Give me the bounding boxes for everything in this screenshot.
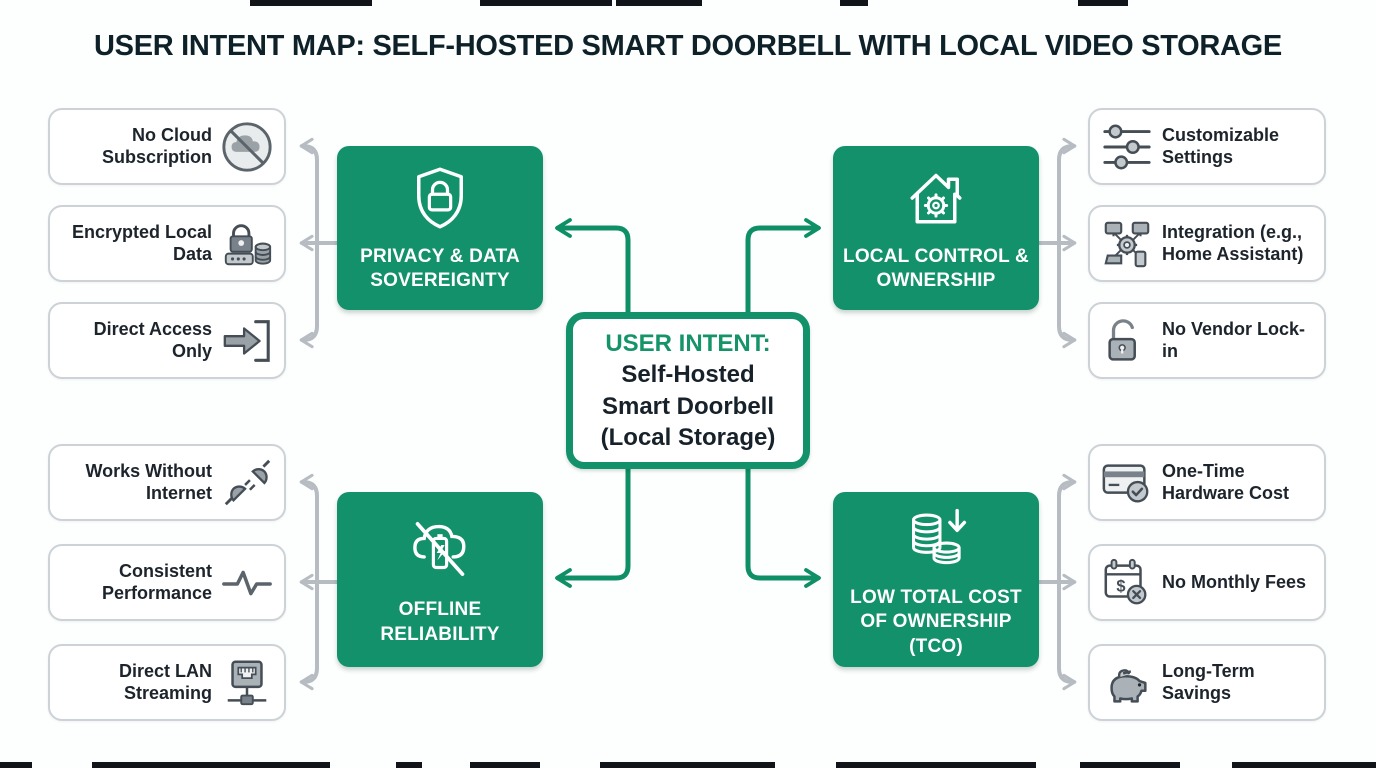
leaf-integration-home-assistant: Integration (e.g., Home Assistant) — [1088, 205, 1326, 282]
branch-label: PRIVACY & DATA SOVEREIGNTY — [360, 245, 520, 291]
bottom-edge-dash — [0, 762, 32, 768]
bottom-edge-dash — [470, 762, 540, 768]
leaf-customizable-settings: Customizable Settings — [1088, 108, 1326, 185]
shield-lock-icon — [405, 163, 475, 238]
leaf-direct-lan-streaming: Direct LAN Streaming — [48, 644, 286, 721]
bottom-edge-dash — [836, 762, 1036, 768]
branch-low-tco: LOW TOTAL COST OF OWNERSHIP (TCO) — [833, 492, 1039, 667]
leaf-works-without-internet: Works Without Internet — [48, 444, 286, 521]
leaf-consistent-performance: Consistent Performance — [48, 544, 286, 621]
top-edge-dash — [616, 0, 702, 6]
leaf-no-monthly-fees: $ No Monthly Fees — [1088, 544, 1326, 621]
house-gear-icon — [901, 163, 971, 238]
branch-privacy-data-sovereignty: PRIVACY & DATA SOVEREIGNTY — [337, 146, 543, 310]
piggy-bank-icon — [1100, 656, 1154, 710]
pulse-icon — [220, 556, 274, 610]
bottom-edge-dash — [1080, 762, 1180, 768]
bottom-edge-dash — [1232, 762, 1376, 768]
bottom-edge-dash — [600, 762, 775, 768]
open-lock-icon — [1100, 314, 1154, 368]
branch-label: LOW TOTAL COST OF OWNERSHIP (TCO) — [850, 587, 1022, 657]
leaf-label: No Vendor Lock-in — [1162, 318, 1306, 361]
unplugged-icon — [220, 456, 274, 510]
page-title: USER INTENT MAP: SELF-HOSTED SMART DOORB… — [94, 30, 1282, 62]
leaf-no-vendor-lock-in: No Vendor Lock-in — [1088, 302, 1326, 379]
center-line1: Self-Hosted — [621, 361, 755, 389]
branch-local-control-ownership: LOCAL CONTROL & OWNERSHIP — [833, 146, 1039, 310]
connector-center-offline — [555, 464, 631, 588]
integration-icon — [1100, 217, 1154, 271]
connector-center-control — [745, 218, 821, 317]
leaf-label: Direct Access Only — [93, 318, 212, 361]
leaf-label: Integration (e.g., Home Assistant) — [1162, 221, 1304, 264]
credit-card-check-icon — [1100, 456, 1154, 510]
leaf-label: Direct LAN Streaming — [118, 660, 212, 703]
connector-center-privacy — [555, 218, 631, 317]
encrypted-data-icon — [220, 217, 274, 271]
sliders-icon — [1100, 120, 1154, 174]
leaf-label: One-Time Hardware Cost — [1162, 460, 1290, 503]
leaf-label: Works Without Internet — [85, 460, 213, 503]
connector-center-tco — [745, 464, 821, 588]
svg-text:$: $ — [1116, 577, 1125, 595]
calendar-no-fee-icon: $ — [1100, 556, 1154, 610]
ethernet-port-icon — [220, 656, 274, 710]
leaf-label: Consistent Performance — [101, 560, 212, 603]
coins-down-arrow-icon — [899, 500, 973, 579]
leaf-label: Long-Term Savings — [1162, 660, 1255, 703]
top-edge-dash — [1078, 0, 1128, 6]
branch-label: LOCAL CONTROL & OWNERSHIP — [843, 245, 1029, 291]
leaf-label: Customizable Settings — [1162, 124, 1280, 167]
top-edge-dash — [840, 0, 868, 6]
leaf-direct-access-only: Direct Access Only — [48, 302, 286, 379]
top-edge-dash — [480, 0, 612, 6]
branch-label: OFFLINE RELIABILITY — [380, 599, 500, 645]
center-heading: USER INTENT: — [605, 330, 771, 358]
leaf-label: No Monthly Fees — [1162, 571, 1307, 592]
direct-access-icon — [220, 314, 274, 368]
branch-offline-reliability: OFFLINE RELIABILITY — [337, 492, 543, 667]
no-cloud-icon — [220, 120, 274, 174]
leaf-label: No Cloud Subscription — [101, 124, 212, 167]
leaf-no-cloud-subscription: No Cloud Subscription — [48, 108, 286, 185]
bottom-edge-dash — [92, 762, 330, 768]
center-line2: Smart Doorbell — [601, 392, 775, 420]
center-user-intent-box: USER INTENT: Self-Hosted Smart Doorbell … — [566, 312, 810, 469]
top-edge-dash — [250, 0, 372, 6]
cloud-offline-battery-icon — [403, 512, 477, 591]
leaf-long-term-savings: Long-Term Savings — [1088, 644, 1326, 721]
leaf-encrypted-local-data: Encrypted Local Data — [48, 205, 286, 282]
leaf-label: Encrypted Local Data — [71, 221, 212, 264]
center-line3: (Local Storage) — [600, 423, 776, 451]
leaf-one-time-hardware-cost: One-Time Hardware Cost — [1088, 444, 1326, 521]
bottom-edge-dash — [396, 762, 422, 768]
